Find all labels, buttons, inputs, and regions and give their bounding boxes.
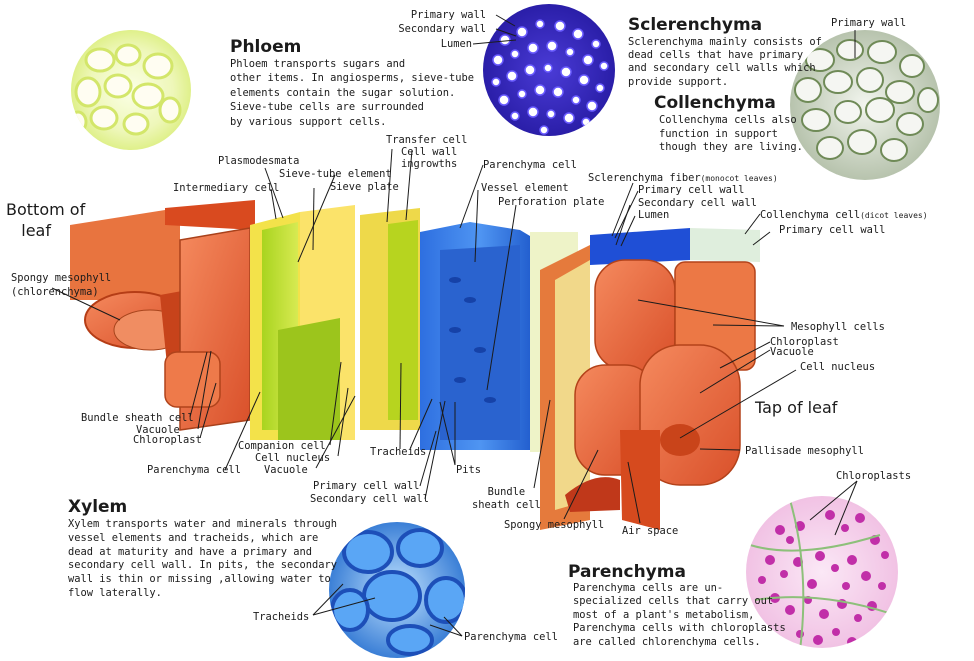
bottom-of-leaf-label: Bottom of leaf xyxy=(6,200,86,240)
leader-lines xyxy=(51,14,858,637)
parenchyma-description: Parenchyma cells are un- specialized cel… xyxy=(573,582,786,648)
label-transfer-cell: Transfer cell xyxy=(386,134,468,146)
xylem-heading: Xylem xyxy=(68,497,128,517)
label-intermediary-cell: Intermediary cell xyxy=(173,182,280,194)
label-secondary-cell-wall-1: Secondary cell wall xyxy=(638,197,757,209)
label-pallisade-mesophyll: Pallisade mesophyll xyxy=(745,445,864,457)
label-bundle-sheath-cell-l: Bundle sheath cell xyxy=(81,412,194,424)
sclerenchyma-heading: Sclerenchyma xyxy=(628,15,763,35)
label-mesophyll-cells: Mesophyll cells xyxy=(791,321,885,333)
label-cell-wall-ingrowths: Cell wall ingrowths xyxy=(401,146,458,170)
label-tracheids-x: Tracheids xyxy=(253,611,310,623)
xylem-micrograph xyxy=(329,522,465,658)
phloem-description: Phloem transports sugars and other items… xyxy=(230,58,474,128)
label-sclerenchyma-fiber: Sclerenchyma fiber(monocot leaves) xyxy=(588,172,778,184)
leaf-cross-section xyxy=(70,200,760,530)
sclerenchyma-description: Sclerenchyma mainly consists of dead cel… xyxy=(628,36,822,88)
label-vessel-element: Vessel element xyxy=(481,182,569,194)
label-collenchyma-cell: Collenchyma cell(dicot leaves) xyxy=(760,209,928,221)
parenchyma-micrograph xyxy=(746,496,898,648)
label-air-space: Air space xyxy=(622,525,679,537)
label-lumen-2: Lumen xyxy=(638,209,670,221)
label-perforation-plate: Perforation plate xyxy=(498,196,605,208)
label-spongy-mesophyll-c: Spongy mesophyll xyxy=(504,519,605,531)
collenchyma-micrograph xyxy=(790,30,940,180)
label-sieve-plate: Sieve plate xyxy=(330,181,399,193)
sclerenchyma-micrograph xyxy=(483,4,615,136)
label-cell-nucleus-c: Cell nucleus xyxy=(255,452,331,464)
xylem-description: Xylem transports water and minerals thro… xyxy=(68,518,337,599)
label-cell-nucleus-r: Cell nucleus xyxy=(800,361,876,373)
label-secondary-wall-scl: Secondary wall xyxy=(398,23,486,35)
label-primary-wall-scl: Primary wall xyxy=(410,9,486,21)
label-parenchyma-cell-x: Parenchyma cell xyxy=(464,631,558,643)
label-vacuole-l: Vacuole xyxy=(136,424,180,436)
label-bundle-sheath-cell-c: Bundle sheath cell xyxy=(472,486,541,511)
label-pits: Pits xyxy=(456,464,482,476)
label-vacuole-r: Vacuole xyxy=(770,346,814,358)
phloem-heading: Phloem xyxy=(230,37,302,57)
label-secondary-cell-wall-c: Secondary cell wall xyxy=(310,493,429,505)
label-companion-cell: Companion cell xyxy=(238,440,326,452)
label-primary-wall-col: Primary wall xyxy=(831,17,907,29)
collenchyma-heading: Collenchyma xyxy=(654,93,776,113)
label-primary-cell-wall-c: Primary cell wall xyxy=(313,480,420,492)
label-collenchyma-cell-note: (dicot leaves) xyxy=(860,211,928,220)
label-chloroplast-l: Chloroplast xyxy=(133,434,202,446)
label-plasmodesmata: Plasmodesmata xyxy=(218,155,300,167)
phloem-micrograph xyxy=(71,30,191,150)
label-primary-cell-wall-1: Primary cell wall xyxy=(638,184,745,196)
parenchyma-heading: Parenchyma xyxy=(568,562,686,582)
label-sclerenchyma-fiber-note: (monocot leaves) xyxy=(700,174,778,183)
label-parenchyma-cell-top: Parenchyma cell xyxy=(483,159,577,171)
label-parenchyma-cell-l: Parenchyma cell xyxy=(147,464,241,476)
label-primary-cell-wall-2: Primary cell wall xyxy=(779,224,886,236)
top-of-leaf-label: Tap of leaf xyxy=(755,398,838,417)
label-vacuole-c: Vacuole xyxy=(264,464,308,476)
label-chloroplasts: Chloroplasts xyxy=(836,470,912,482)
label-tracheids-c: Tracheids xyxy=(370,446,427,458)
label-lumen-scl: Lumen xyxy=(440,38,472,50)
label-chloroplast-r: Chloroplast xyxy=(770,336,839,348)
label-sieve-tube-element: Sieve-tube element xyxy=(279,168,392,180)
collenchyma-description: Collenchyma cells also function in suppo… xyxy=(659,114,803,154)
label-spongy-mesophyll-left: Spongy mesophyll (chlorenchyma) xyxy=(11,272,112,298)
